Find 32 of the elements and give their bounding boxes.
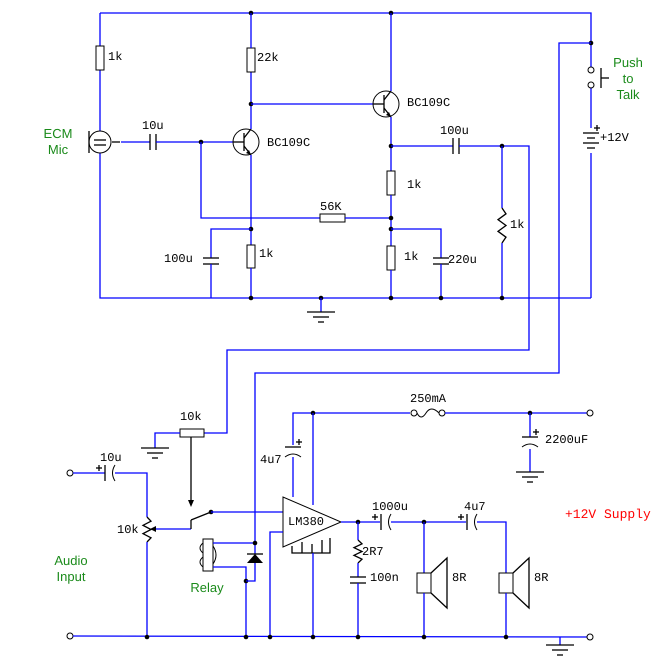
component-value-label: 1k bbox=[404, 251, 418, 264]
component-value-label: BC109C bbox=[407, 97, 450, 110]
component-value-label: 8R bbox=[452, 572, 466, 585]
component-value-label: 8R bbox=[534, 572, 548, 585]
component-value-label: 4u7 bbox=[464, 501, 486, 514]
component-value-label: 10k bbox=[180, 411, 202, 424]
component-value-label: 220u bbox=[448, 254, 477, 267]
component-value-label: 1k bbox=[510, 219, 524, 232]
component-value-label: 100u bbox=[440, 125, 469, 138]
component-value-label: 22k bbox=[257, 52, 279, 65]
component-value-label: 250mA bbox=[410, 393, 446, 406]
component-value-label: LM380 bbox=[288, 516, 324, 529]
component-value-label: 2R7 bbox=[362, 546, 384, 559]
component-value-label: 1k bbox=[259, 248, 274, 261]
component-value-label: BC109C bbox=[267, 137, 310, 150]
annotation-label: Push to Talk bbox=[612, 55, 644, 103]
component-value-label: 2200uF bbox=[545, 434, 588, 447]
annotation-label: ECM Mic bbox=[42, 126, 74, 158]
annotation-label: +12V Supply bbox=[565, 508, 651, 521]
annotation-label: Relay bbox=[189, 580, 225, 596]
annotation-label: Audio Input bbox=[53, 553, 89, 585]
component-value-label: +12V bbox=[600, 132, 629, 145]
component-value-label: 10u bbox=[100, 452, 122, 465]
component-value-label: 56K bbox=[320, 201, 342, 214]
component-value-label: 10u bbox=[142, 120, 164, 133]
component-value-label: 1k bbox=[407, 179, 422, 192]
component-value-label: 100n bbox=[370, 572, 399, 585]
component-value-label: 4u7 bbox=[260, 454, 282, 467]
component-value-label: 1k bbox=[108, 51, 122, 64]
component-value-label: 10k bbox=[117, 524, 139, 537]
component-value-label: 1000u bbox=[372, 501, 408, 514]
component-value-label: 100u bbox=[164, 253, 193, 266]
